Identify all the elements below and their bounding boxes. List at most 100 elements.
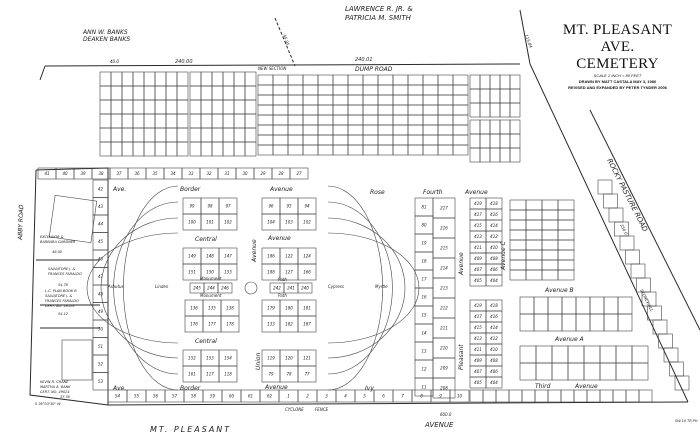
corner-label: SW.10 TR.PH [675,419,698,423]
dim-bottom: 600.0 [440,412,452,417]
lot [509,229,527,241]
lot [332,74,349,86]
monument-circle [244,281,258,295]
lot [437,104,454,116]
lot-number: 208 [440,386,448,391]
lot [625,389,640,403]
lot [189,85,202,101]
lot [422,94,439,106]
lot-number: 180 [285,306,293,311]
lot-number: 104 [267,220,275,225]
lot [437,114,454,126]
lot [99,127,112,143]
lot [200,99,213,115]
lot [617,296,633,315]
lot-number: 210 [440,346,448,351]
lot [392,144,409,156]
lot [599,345,617,364]
lot-number: 124 [303,254,311,259]
lot-number: 246 [221,286,229,291]
dim-top-small: 40.0 [110,59,119,64]
lot-number: 408 [490,358,498,363]
lot-number: 179 [267,306,275,311]
lot [302,114,319,126]
lot [165,141,178,157]
border-top: Border [180,186,201,193]
lot [437,74,454,86]
lot [110,141,123,157]
lot [176,99,189,115]
lot [200,71,213,87]
lot [211,141,224,157]
lot [176,141,189,157]
lot [143,141,156,157]
lot-number: 4 [344,394,347,399]
lot [287,134,304,146]
lot [257,114,274,126]
lot [233,71,246,87]
lot [154,85,167,101]
lot [347,124,364,136]
lot [392,74,409,86]
lot [110,85,123,101]
lot [392,104,409,116]
lot-number: 98 [207,204,213,209]
lot [541,209,559,221]
lot [599,362,617,381]
lot [272,114,289,126]
lot-number: 62 [267,394,273,399]
lot [347,114,364,126]
lot [519,362,537,381]
lot-number: 35 [152,171,158,176]
lot-number: 405 [474,380,482,385]
lot [482,389,497,403]
lot-number: 6 [382,394,385,399]
owner-left-4a: KEVIN R. CRANE [40,380,69,384]
new-section-label: NEW SECTION [258,66,286,71]
lot-number: 418 [490,303,498,308]
lot [121,85,134,101]
lot-number: 153 [224,270,232,275]
owner-left-4c: CERT. NO. 49024 [40,390,70,394]
lot [499,102,511,118]
lot [551,345,569,364]
lot [132,85,145,101]
lot [297,315,317,333]
lot-number: 147 [224,254,232,259]
lot [422,84,439,96]
lot-number: 406 [490,369,498,374]
lot-number: 5 [363,394,366,399]
lot [287,114,304,126]
lot-number: 97 [225,204,231,209]
lot [189,127,202,143]
lot-number: 101 [206,220,214,225]
avenue-bottom: Avenue [264,384,288,391]
owner-top-center-2: PATRICIA M. SMITH [345,14,412,22]
lot [535,362,553,381]
fourth-avenue-label: Avenue [464,189,488,196]
lot [669,361,684,377]
lot [347,134,364,146]
lot-number: 18 [421,259,427,264]
lot [272,104,289,116]
owner-left-2b: FRANCES FARALDO [48,272,82,276]
lot [121,141,134,157]
lot-number: 59 [210,394,216,399]
lot [257,74,274,86]
lot [222,99,235,115]
lot [533,313,549,332]
lot [257,134,274,146]
owner-left-1a: EXCELSIOR & [40,235,64,239]
lot [287,144,304,156]
lot [533,296,549,315]
lot-number: 96 [268,204,274,209]
lot-number: 241 [287,286,295,291]
lot [302,134,319,146]
lot [220,315,240,333]
lot-number: 419 [474,201,482,206]
lot [189,113,202,129]
lot [437,144,454,156]
lot-number: 99 [189,204,195,209]
lot [218,213,238,231]
lot-number: 36 [134,171,140,176]
